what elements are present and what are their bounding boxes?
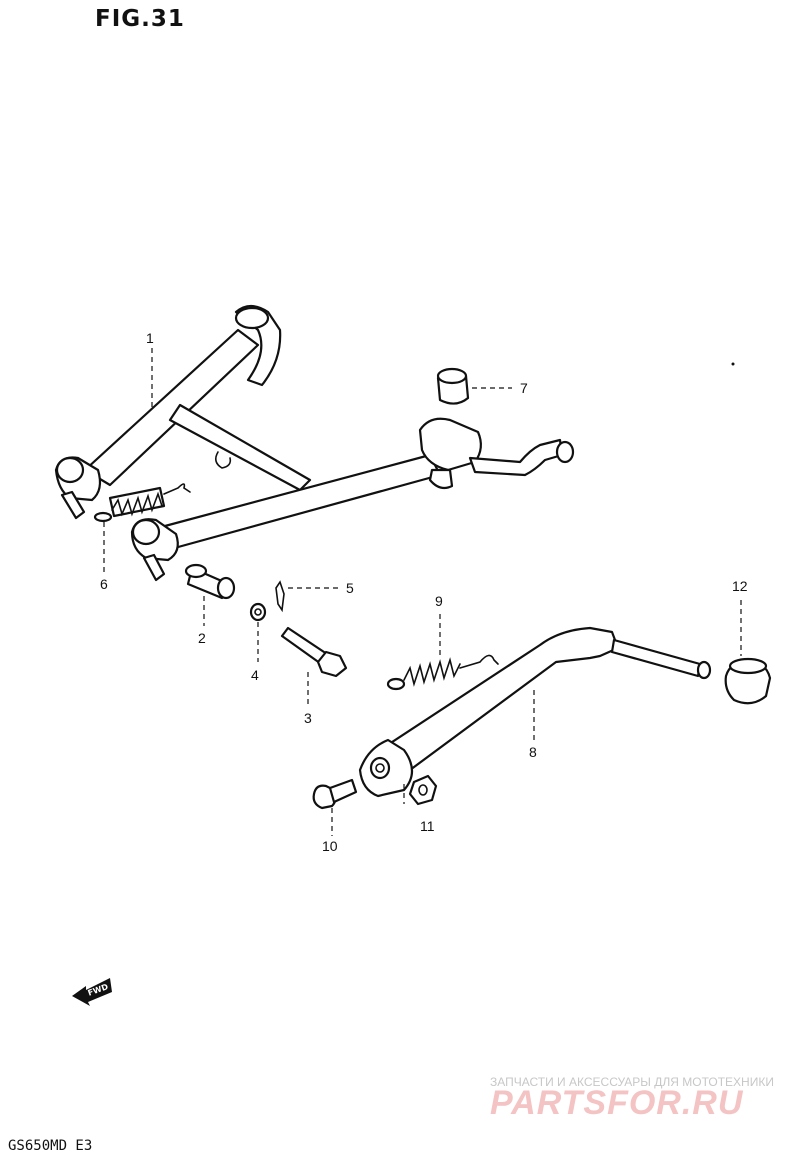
callout-4[interactable]: 4 xyxy=(251,667,259,683)
cotter-pin-part-5[interactable] xyxy=(275,580,285,613)
center-stand-part-1[interactable] xyxy=(54,304,575,582)
bolt-part-3[interactable] xyxy=(280,626,348,678)
bolt-part-10[interactable] xyxy=(312,778,358,810)
callout-7[interactable]: 7 xyxy=(520,380,528,396)
watermark-subtitle: ЗАПЧАСТИ И АКСЕССУАРЫ ДЛЯ МОТОТЕХНИКИ xyxy=(490,1075,774,1089)
callout-3[interactable]: 3 xyxy=(304,710,312,726)
callout-9[interactable]: 9 xyxy=(435,593,443,609)
callout-5[interactable]: 5 xyxy=(346,580,354,596)
nut-part-11[interactable] xyxy=(408,774,438,806)
leader-lines xyxy=(103,348,742,836)
stopper-part-7[interactable] xyxy=(436,367,470,405)
side-stand-part-8[interactable] xyxy=(358,626,712,798)
collar-part-2[interactable] xyxy=(184,563,236,600)
callout-6[interactable]: 6 xyxy=(100,576,108,592)
spring-part-6[interactable] xyxy=(93,483,191,523)
callout-12[interactable]: 12 xyxy=(732,578,748,594)
callout-2[interactable]: 2 xyxy=(198,630,206,646)
callout-10[interactable]: 10 xyxy=(322,838,338,854)
spring-part-9[interactable] xyxy=(386,654,499,691)
callout-1[interactable]: 1 xyxy=(146,330,154,346)
washer-part-4[interactable] xyxy=(249,602,267,622)
figure-title: FIG.31 xyxy=(95,6,185,32)
watermark-brand: PARTSFOR.RU xyxy=(490,1084,744,1122)
forward-arrow-icon: FWD xyxy=(72,978,112,1006)
rubber-cap-part-12[interactable] xyxy=(724,657,772,705)
callout-11[interactable]: 11 xyxy=(420,818,435,834)
callout-8[interactable]: 8 xyxy=(529,744,537,760)
model-code: GS650MD E3 xyxy=(8,1138,93,1154)
